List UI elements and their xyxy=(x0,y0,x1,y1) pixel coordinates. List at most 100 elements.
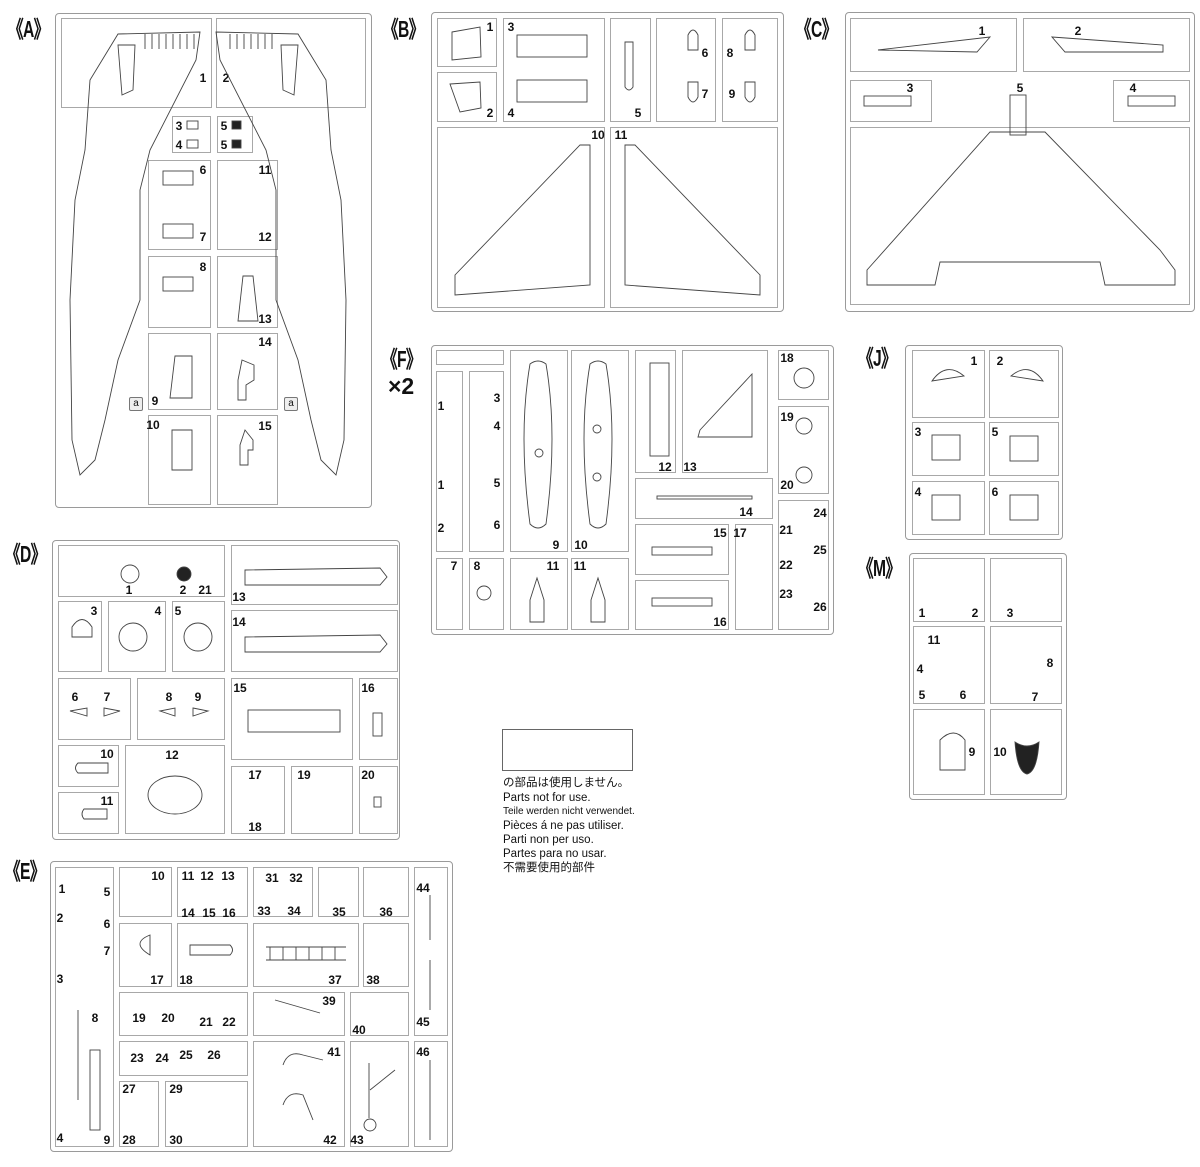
part-number: 7 xyxy=(199,230,207,244)
sprue-d-cell xyxy=(359,766,398,834)
part-number: 10 xyxy=(591,128,605,142)
sprue-f-frame xyxy=(431,345,834,635)
part-number: 12 xyxy=(165,748,179,762)
sprue-e-cell xyxy=(414,1041,448,1147)
part-number: 32 xyxy=(289,871,303,885)
sprue-d-cell xyxy=(231,678,353,760)
sprue-e-cell xyxy=(318,867,359,917)
part-number: 4 xyxy=(154,604,162,618)
part-number: 39 xyxy=(322,994,336,1008)
part-number: 5 xyxy=(1016,81,1024,95)
sprue-e-cell xyxy=(363,867,409,917)
part-number: 10 xyxy=(993,745,1007,759)
part-number: 40 xyxy=(352,1023,366,1037)
part-number: 7 xyxy=(103,944,111,958)
sprue-e-label: 《E》 xyxy=(5,858,45,884)
part-number: 11 xyxy=(573,559,587,573)
part-number: 41 xyxy=(327,1045,341,1059)
part-number: 12 xyxy=(200,869,214,883)
part-number: 3 xyxy=(90,604,98,618)
sprue-f-cell xyxy=(635,478,773,519)
part-number: 1 xyxy=(486,20,494,34)
part-number: 12 xyxy=(258,230,272,244)
part-number: 30 xyxy=(169,1133,183,1147)
part-number: 7 xyxy=(103,690,111,704)
sprue-c-cell xyxy=(850,18,1017,72)
legend-line: Parts not for use. xyxy=(503,792,591,804)
part-number: 21 xyxy=(199,1015,213,1029)
part-number: 3 xyxy=(914,425,922,439)
part-number: 4 xyxy=(916,662,924,676)
part-number: 9 xyxy=(194,690,202,704)
sprue-e-cell xyxy=(414,867,448,1036)
part-number: 33 xyxy=(257,904,271,918)
part-number: 16 xyxy=(222,906,236,920)
part-number: 16 xyxy=(361,681,375,695)
part-number: 6 xyxy=(701,46,709,60)
sprue-m-cell xyxy=(913,558,985,622)
sprue-j-label: 《J》 xyxy=(858,345,897,371)
sprue-m-label: 《M》 xyxy=(858,555,901,581)
part-number: 2 xyxy=(486,106,494,120)
part-number: 27 xyxy=(122,1082,136,1096)
sprue-f-cell xyxy=(510,350,568,552)
part-number: 11 xyxy=(614,128,628,142)
part-number: 13 xyxy=(683,460,697,474)
part-number: 26 xyxy=(813,600,827,614)
part-number: 45 xyxy=(416,1015,430,1029)
sprue-f-cell xyxy=(469,371,504,552)
sprue-f-cell xyxy=(735,524,773,630)
part-number: 10 xyxy=(146,418,160,432)
sprue-b-cell xyxy=(610,127,778,308)
sprue-d-cell xyxy=(58,601,102,672)
sprue-c-cell xyxy=(850,127,1190,305)
part-number: 11 xyxy=(546,559,560,573)
part-number: 3 xyxy=(493,391,501,405)
part-number: 37 xyxy=(328,973,342,987)
part-number: 2 xyxy=(437,521,445,535)
part-number: 5 xyxy=(174,604,182,618)
sprue-b-cell xyxy=(437,18,497,67)
sprue-m-cell xyxy=(990,709,1062,795)
part-number: 10 xyxy=(574,538,588,552)
part-number: 10 xyxy=(151,869,165,883)
sprue-e-cell xyxy=(253,867,313,917)
legend-line: 不需要使用的部件 xyxy=(503,862,595,874)
part-number: 3 xyxy=(175,119,183,133)
sprue-d-cell xyxy=(359,678,398,760)
part-number: 6 xyxy=(103,917,111,931)
part-number: 24 xyxy=(155,1051,169,1065)
sprue-e-cell xyxy=(350,1041,409,1147)
part-number: 20 xyxy=(161,1011,175,1025)
sprue-a-cell xyxy=(216,18,366,108)
part-number: 13 xyxy=(232,590,246,604)
part-number: 1 xyxy=(437,399,445,413)
part-number: 6 xyxy=(493,518,501,532)
part-number: 1 xyxy=(58,882,66,896)
sprue-b-cell xyxy=(437,127,605,308)
part-number: 44 xyxy=(416,881,430,895)
part-number: 15 xyxy=(258,419,272,433)
part-number: 46 xyxy=(416,1045,430,1059)
part-number: 6 xyxy=(991,485,999,499)
part-number: 5 xyxy=(220,138,228,152)
sprue-e-cell xyxy=(119,923,172,987)
sprue-f-cell xyxy=(635,524,729,575)
part-number: 29 xyxy=(169,1082,183,1096)
part-number: 11 xyxy=(927,633,941,647)
sprue-f-cell xyxy=(778,350,829,400)
part-number: 1 xyxy=(970,354,978,368)
part-number: 5 xyxy=(493,476,501,490)
part-number: 34 xyxy=(287,904,301,918)
sprue-f-cell xyxy=(436,371,463,552)
part-number: 4 xyxy=(175,138,183,152)
sprue-e-cell xyxy=(253,923,359,987)
part-number: 3 xyxy=(906,81,914,95)
sprue-f-cell xyxy=(436,558,463,630)
sprue-f-cell xyxy=(682,350,768,473)
sprue-d-cell xyxy=(58,792,119,834)
sprue-d-cell xyxy=(58,745,119,787)
sprue-e-cell xyxy=(363,923,409,987)
sprue-m-cell xyxy=(990,558,1062,622)
part-number: 11 xyxy=(258,163,272,177)
